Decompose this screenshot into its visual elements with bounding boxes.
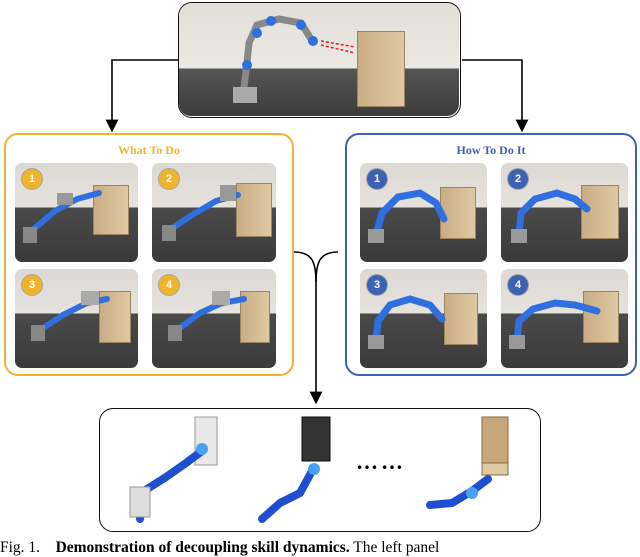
top-scene-render: [179, 3, 459, 116]
how-scene-4: 4: [501, 269, 628, 368]
caption-prefix: Fig. 1.: [0, 539, 41, 556]
figure-caption: Fig. 1. Demonstration of decoupling skil…: [0, 538, 640, 557]
arrow-merge-right: [315, 251, 339, 283]
what-step-badge-1: 1: [22, 169, 42, 189]
top-scene-frame: [178, 2, 461, 118]
how-to-do-it-title: How To Do It: [456, 143, 526, 157]
robot-arm-illustration: [233, 15, 356, 103]
how-step-badge-3: 3: [367, 275, 387, 295]
how-step-badge-4: 4: [508, 275, 528, 295]
arrow-to-how: [462, 59, 529, 133]
ellipsis: ……: [356, 449, 406, 474]
what-scene-4: 4: [152, 269, 276, 368]
arrow-to-what: [105, 59, 178, 133]
how-to-do-it-panel: How To Do It: [345, 133, 637, 376]
what-scene-2: 2: [152, 163, 276, 262]
what-step-badge-2: 2: [159, 169, 179, 189]
arrow-merge-left: [293, 251, 323, 405]
bottom-robot-illustrations: [129, 416, 509, 523]
caption-rest: The left panel: [349, 539, 440, 556]
what-step-badge-4: 4: [159, 275, 179, 295]
how-scene-2: 2: [501, 163, 628, 262]
how-scene-1: 1: [360, 163, 487, 262]
what-scene-1: 1: [15, 163, 138, 262]
bottom-generalization-panel: ……: [99, 408, 541, 532]
what-to-do-panel: What To Do: [4, 133, 294, 376]
how-scene-3: 3: [360, 269, 487, 368]
how-step-badge-1: 1: [367, 169, 387, 189]
what-scene-3: 3: [15, 269, 138, 368]
what-to-do-title: What To Do: [117, 143, 181, 157]
caption-bold: Demonstration of decoupling skill dynami…: [55, 539, 350, 556]
what-step-badge-3: 3: [22, 275, 42, 295]
how-step-badge-2: 2: [508, 169, 528, 189]
